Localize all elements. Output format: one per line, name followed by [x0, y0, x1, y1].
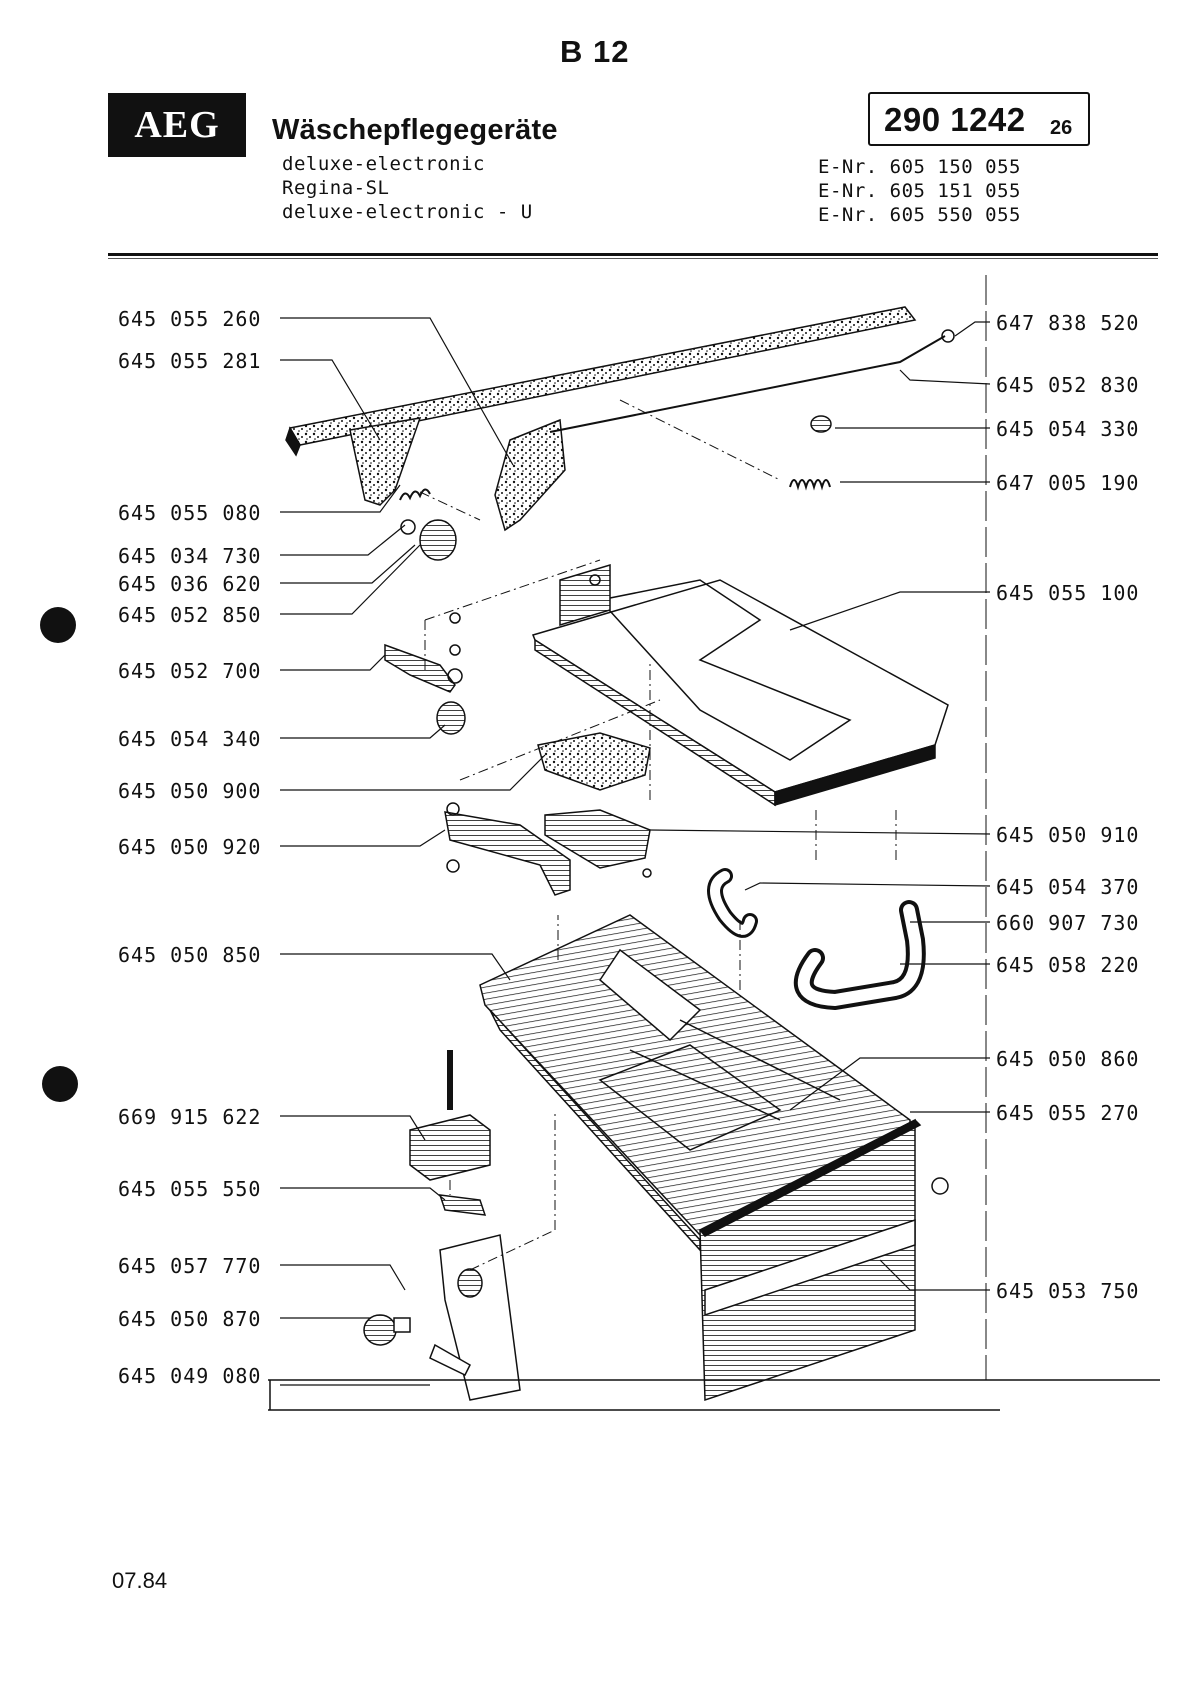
part-number-label: 645 055 270: [996, 1101, 1140, 1125]
spring: [789, 479, 831, 491]
part-number-label: 645 054 340: [118, 727, 262, 751]
part-number-label: 645 052 700: [118, 659, 262, 683]
part-number-label: 645 055 281: [118, 349, 262, 373]
part-number-label: 645 050 870: [118, 1307, 262, 1331]
part-number-label: 645 049 080: [118, 1364, 262, 1388]
leader-line: [280, 544, 416, 584]
leader-line: [879, 1259, 990, 1291]
revision-date: 07.84: [112, 1568, 168, 1593]
part-number-label: 645 052 830: [996, 373, 1140, 397]
leader-line: [744, 882, 991, 891]
part-number-label: 645 050 850: [118, 943, 262, 967]
e-number: E-Nr. 605 150 055: [818, 156, 1021, 178]
leader-line: [280, 359, 381, 441]
e-number: E-Nr. 605 151 055: [818, 180, 1021, 202]
rod-nut: [810, 415, 832, 433]
punch-hole: [40, 607, 76, 643]
leader-line: [954, 321, 990, 337]
leader-line: [280, 317, 514, 466]
part-number-label: 645 058 220: [996, 953, 1140, 977]
leader-line: [280, 724, 446, 739]
leader-line: [899, 369, 991, 385]
doc-number: 290 1242: [884, 101, 1026, 138]
e-number: E-Nr. 605 550 055: [818, 204, 1021, 226]
part-number-label: 660 907 730: [996, 911, 1140, 935]
part-number-label: 647 838 520: [996, 311, 1140, 335]
leader-line: [280, 1264, 406, 1291]
leader-line: [789, 591, 990, 631]
header-rule-thin: [108, 258, 1158, 259]
page-title: Wäschepflegegeräte: [272, 114, 558, 146]
doc-number-box: [868, 92, 1090, 146]
sheet-code: B 12: [560, 34, 630, 69]
aeg-logo: AEG: [108, 93, 246, 157]
leader-line: [280, 754, 546, 791]
leader-line: [280, 484, 401, 513]
part-number-label: 647 005 190: [996, 471, 1140, 495]
part-number-label: 645 052 850: [118, 603, 262, 627]
top-rail: [285, 306, 917, 532]
punch-hole: [42, 1066, 78, 1102]
leader-line: [280, 953, 511, 981]
part-number-label: 645 050 860: [996, 1047, 1140, 1071]
leader-line: [280, 524, 406, 556]
leader-line: [280, 654, 386, 671]
part-number-label: 669 915 622: [118, 1105, 262, 1129]
part-number-label: 645 050 910: [996, 823, 1140, 847]
header-rule: [108, 253, 1158, 256]
leader-line: [280, 1187, 446, 1201]
front-panel: [698, 1118, 922, 1402]
part-number-label: 645 050 920: [118, 835, 262, 859]
leader-line: [280, 544, 421, 615]
model-name: deluxe-electronic - U: [282, 201, 533, 223]
leader-line: [789, 1057, 990, 1111]
leader-line: [280, 829, 446, 847]
part-number-label: 645 057 770: [118, 1254, 262, 1278]
leader-line: [649, 829, 991, 835]
model-name: deluxe-electronic: [282, 153, 485, 175]
part-number-label: 645 055 260: [118, 307, 262, 331]
leader-line: [280, 1115, 426, 1141]
part-number-label: 645 053 750: [996, 1279, 1140, 1303]
part-number-label: 645 055 080: [118, 501, 262, 525]
model-name: Regina-SL: [282, 177, 390, 199]
dispenser-drawer: [479, 914, 911, 1252]
part-number-label: 645 034 730: [118, 544, 262, 568]
tray-plate: [531, 563, 949, 807]
part-number-label: 645 054 330: [996, 417, 1140, 441]
part-number-label: 645 050 900: [118, 779, 262, 803]
part-number-label: 645 055 550: [118, 1177, 262, 1201]
part-number-label: 645 036 620: [118, 572, 262, 596]
doc-suffix: 26: [1050, 117, 1073, 139]
part-number-label: 645 054 370: [996, 875, 1140, 899]
part-number-label: 645 055 100: [996, 581, 1140, 605]
